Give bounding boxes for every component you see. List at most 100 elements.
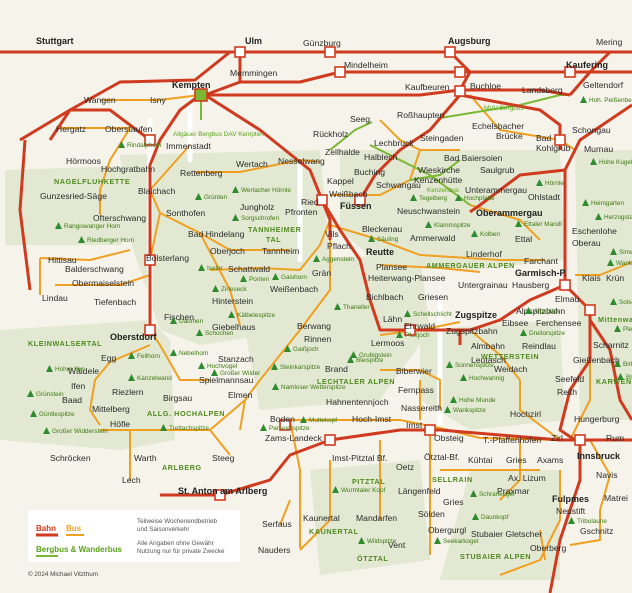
- region-labels: NAGELFLUHKETTE TANNHEIMER TAL KLEINWALSE…: [28, 177, 632, 563]
- region-ammergauer: AMMERGAUER ALPEN: [426, 261, 515, 270]
- peak-label: Hochvogel: [207, 363, 237, 370]
- bus-sonthofen-hindelang: [159, 212, 290, 251]
- station-bolsterlang: Bolsterlang: [146, 253, 189, 263]
- mountain-icon: [128, 374, 135, 381]
- bus-navis: [589, 439, 611, 511]
- station-axams: Axams: [537, 455, 563, 465]
- bus-oberammergau-ettal: [469, 204, 541, 241]
- mountain-icon: [228, 311, 235, 318]
- station-lech: Lech: [122, 475, 141, 485]
- station-pflach: Pflach: [327, 241, 351, 251]
- station-oberjoch: Oberjoch: [210, 246, 245, 256]
- station-tannheim: Tannheim: [262, 246, 299, 256]
- peak-label: Schochen: [205, 330, 234, 337]
- station-lechbruck: Lechbruck: [374, 138, 414, 148]
- rail-kaufbeuren-fuessen: [358, 94, 462, 201]
- mountain-icon: [444, 406, 451, 413]
- peak-label: Wertacher Hörnle: [241, 187, 291, 194]
- bus-lermoos: [380, 369, 441, 410]
- station-spielmannsau: Spielmannsau: [199, 375, 254, 385]
- station-badkohlgrub: Bad: [536, 133, 552, 143]
- station-ehrwald: Ehrwald: [404, 321, 435, 331]
- bus-plansee: [379, 264, 481, 273]
- legend-note3: Alle Angaben ohne Gewähr: [137, 540, 214, 547]
- rail-lines: [0, 50, 632, 593]
- station-zamslandeck: Zams-Landeck: [265, 433, 323, 443]
- station-vils: Vils: [325, 229, 339, 239]
- peak-label: Gaißjoch: [293, 346, 319, 353]
- peak-label: Zirleseck: [221, 286, 247, 293]
- region-nagelfluhkette: NAGELFLUHKETTE: [54, 177, 130, 186]
- station-rum: Rum: [606, 433, 624, 443]
- legend-note1: Teilweise Wochenendbetrieb: [137, 518, 218, 525]
- station-zirl: Zirl: [551, 433, 563, 443]
- station-gschnitz: Gschnitz: [580, 526, 613, 536]
- mountain-icon: [332, 486, 339, 493]
- region-pitztal: PITZTAL: [352, 477, 385, 486]
- peak-label: Sonnenspitze: [455, 362, 494, 369]
- station-tpfaffenhofen: T.-Pfaffenhofen: [483, 435, 541, 445]
- station-oberstaufen: Oberstaufen: [105, 124, 153, 134]
- station-unterammergau: Unterammergau: [465, 185, 527, 195]
- mountain-icon: [610, 248, 617, 255]
- mountain-icon: [27, 390, 34, 397]
- mountain-icon: [195, 193, 202, 200]
- station-imst: Imst: [406, 420, 423, 430]
- peak-label: Hoh. Peißenberg: [589, 97, 632, 104]
- bus-gschnitz: [569, 510, 601, 546]
- rail-innsbruck-brenner: [548, 440, 582, 593]
- station-lahn: Lähn: [383, 314, 402, 324]
- peak-label: Sorgschrofen: [241, 215, 279, 222]
- rail-kempten-immenstadt: [148, 93, 201, 330]
- mountain-icon: [472, 513, 479, 520]
- peak-label: Ettaler Mandl: [524, 221, 562, 228]
- peak-label: Hochwannig: [469, 375, 505, 382]
- region-lechtaler: LECHTALER ALPEN: [317, 377, 395, 386]
- station-fuessen: Füssen: [340, 201, 372, 211]
- station-steeg: Steeg: [212, 453, 235, 463]
- station-praxmar: Praxmar: [497, 486, 530, 496]
- station-eschenlohe: Eschenlohe: [572, 226, 617, 236]
- mountain-icon: [515, 220, 522, 227]
- peak-label: Nebelhorn: [179, 350, 209, 357]
- rail-kempten-pfronten: [204, 93, 332, 240]
- station-landsberg: Landsberg: [522, 85, 563, 95]
- station-kruen: Krün: [606, 273, 624, 283]
- rail-kempten-kaufbeuren: [205, 88, 571, 97]
- station-lindau: Lindau: [42, 293, 68, 303]
- station-neustift: Neustift: [556, 506, 586, 516]
- peak-label: Kolben: [480, 231, 500, 238]
- peak-label: Schellschlicht: [413, 311, 452, 318]
- peak-label: Iseler: [207, 265, 223, 272]
- station-wertach: Wertach: [236, 159, 268, 169]
- station-obsteig: Obsteig: [434, 433, 464, 443]
- station-waeldele: Wäldele: [68, 366, 99, 376]
- station-elmen: Elmen: [228, 390, 253, 400]
- mountain-icon: [196, 329, 203, 336]
- station-ried: Ried: [301, 197, 319, 207]
- station-giebelhaus: Giebelhaus: [212, 322, 255, 332]
- bergbus-kenzen: [409, 159, 461, 181]
- mountain-icon: [595, 213, 602, 220]
- peak-label: Herzogstand: [604, 214, 632, 221]
- bus-hittisau: [39, 249, 131, 261]
- peak-label: Grünten: [204, 194, 228, 201]
- peak-label: Kälbelespitze: [237, 312, 275, 319]
- peak-label: Riedberger Horn: [87, 237, 135, 244]
- station-gries: Gries: [506, 455, 527, 465]
- mountain-icon: [614, 360, 621, 367]
- mountain-icon: [580, 96, 587, 103]
- station-weissenbach: Weißenbach: [270, 284, 318, 294]
- bus-kleinwalsertal: [89, 344, 151, 426]
- mountain-icon: [271, 363, 278, 370]
- busline-allgaeu: Allgäuer Bergbus DAV Kempten: [173, 131, 264, 138]
- bus-kruen-elmau: [575, 261, 632, 276]
- region-sellrain: SELLRAIN: [432, 475, 473, 484]
- station-innsbruck: Innsbruck: [577, 451, 621, 461]
- station-seeg: Seeg: [350, 114, 370, 124]
- peak-label: Grünstein: [36, 391, 64, 398]
- station-neuschwanstein: Neuschwanstein: [397, 206, 460, 216]
- bus-seefeld-zirl: [519, 380, 561, 441]
- station-kappel: Kappel: [327, 176, 354, 186]
